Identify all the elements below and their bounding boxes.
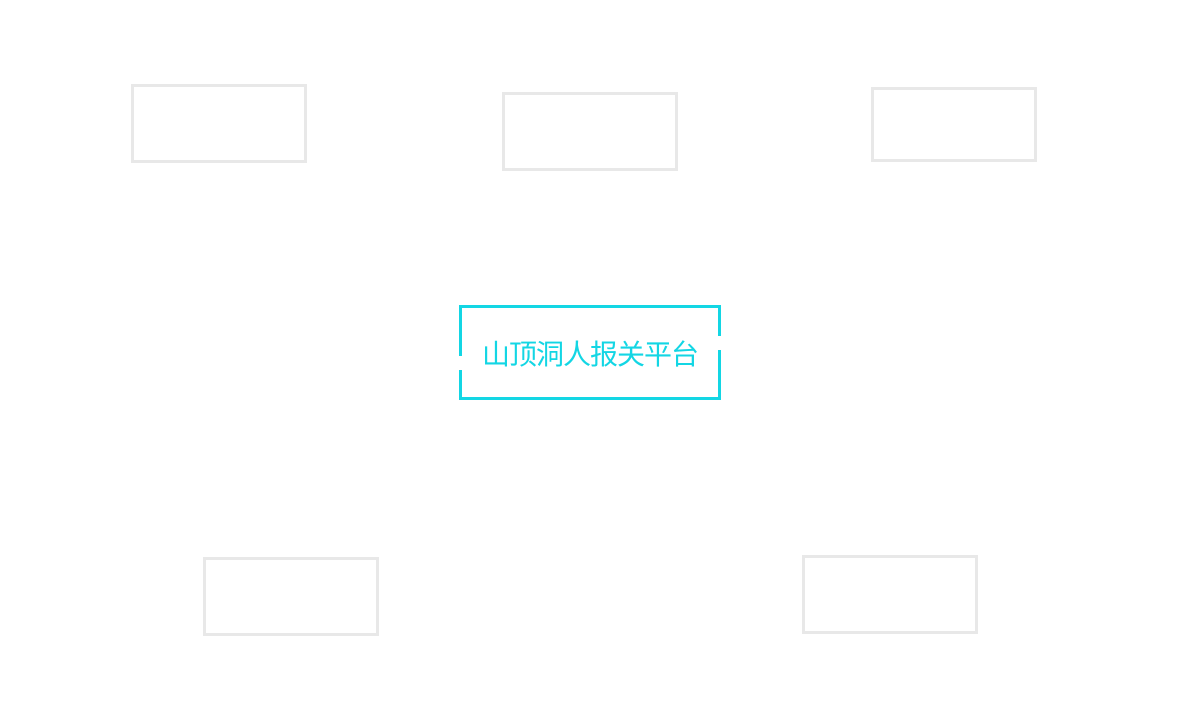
center-node-notch-left: [459, 356, 463, 370]
node-bottom-right[interactable]: [802, 555, 978, 634]
center-node-notch-right: [717, 336, 721, 350]
node-top-right[interactable]: [871, 87, 1037, 162]
center-node[interactable]: 山顶洞人报关平台: [459, 305, 721, 400]
node-top-center[interactable]: [502, 92, 678, 171]
center-node-label: 山顶洞人报关平台: [481, 337, 699, 371]
node-top-left[interactable]: [131, 84, 307, 163]
node-bottom-left[interactable]: [203, 557, 379, 636]
